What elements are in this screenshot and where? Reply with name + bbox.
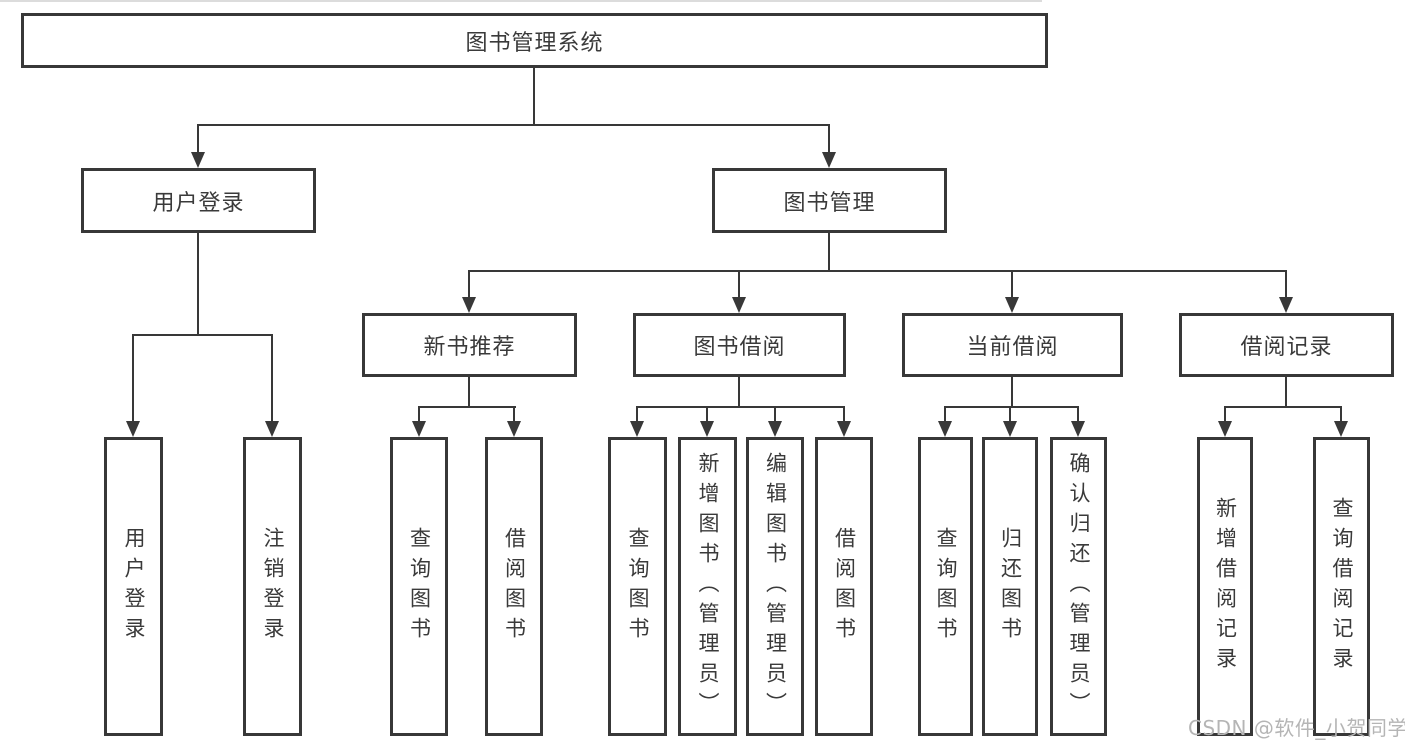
arrowhead-query-books-3 xyxy=(938,421,952,437)
leaf-logout: 注销登录 xyxy=(243,437,302,736)
connector-drop-book-borrowing xyxy=(738,270,740,298)
arrowhead-current-borrowing xyxy=(1005,297,1019,313)
connector-drop-add-book xyxy=(706,406,708,422)
arrowhead-leaf-user-login xyxy=(126,421,140,437)
connector-borrowing-records-stem xyxy=(1285,377,1287,408)
leaf-add-borrow-record: 新增借阅记录 xyxy=(1197,437,1253,736)
connector-drop-edit-book xyxy=(774,406,776,422)
leaf-edit-book-admin: 编辑图书（管理员） xyxy=(746,437,804,736)
arrowhead-borrow-books-1 xyxy=(507,421,521,437)
connector-borrowing-records-branch xyxy=(1224,406,1342,408)
connector-book-borrowing-branch xyxy=(636,406,845,408)
arrowhead-user-login xyxy=(191,152,205,168)
arrowhead-query-borrow-record xyxy=(1334,421,1348,437)
leaf-borrow-books-recommend: 借阅图书 xyxy=(485,437,543,736)
node-book-borrowing: 图书借阅 xyxy=(633,313,846,377)
node-user-login: 用户登录 xyxy=(81,168,316,233)
page-top-rule xyxy=(0,0,1042,2)
connector-book-management-stem xyxy=(828,233,830,272)
leaf-confirm-return-admin: 确认归还（管理员） xyxy=(1050,437,1107,736)
arrowhead-borrow-books-2 xyxy=(837,421,851,437)
leaf-query-books-borrowing: 查询图书 xyxy=(608,437,667,736)
arrowhead-borrowing-records xyxy=(1279,297,1293,313)
arrowhead-book-management xyxy=(822,152,836,168)
connector-root-stem xyxy=(533,68,535,126)
node-borrowing-records: 借阅记录 xyxy=(1179,313,1394,377)
node-library-management-system: 图书管理系统 xyxy=(21,13,1048,68)
connector-drop-borrowing-records xyxy=(1285,270,1287,298)
connector-drop-new-book xyxy=(468,270,470,298)
connector-new-book-stem xyxy=(468,377,470,408)
arrowhead-book-borrowing xyxy=(732,297,746,313)
leaf-borrow-books-borrowing: 借阅图书 xyxy=(815,437,873,736)
connector-drop-leaf-logout xyxy=(271,334,273,422)
connector-user-login-branch xyxy=(132,334,273,336)
arrowhead-leaf-logout xyxy=(265,421,279,437)
node-current-borrowing: 当前借阅 xyxy=(902,313,1123,377)
leaf-user-login: 用户登录 xyxy=(104,437,163,736)
connector-drop-leaf-user-login xyxy=(132,334,134,422)
connector-book-management-branch xyxy=(468,270,1287,272)
connector-drop-query-borrow-record xyxy=(1340,406,1342,422)
arrowhead-add-borrow-record xyxy=(1218,421,1232,437)
connector-current-borrowing-stem xyxy=(1011,377,1013,408)
leaf-query-borrow-record: 查询借阅记录 xyxy=(1313,437,1370,736)
arrowhead-confirm-return xyxy=(1071,421,1085,437)
connector-drop-query-books-3 xyxy=(944,406,946,422)
connector-user-login-stem xyxy=(197,233,199,336)
connector-drop-query-books-2 xyxy=(636,406,638,422)
connector-root-branch xyxy=(197,124,830,126)
node-book-management: 图书管理 xyxy=(712,168,947,233)
leaf-add-book-admin: 新增图书（管理员） xyxy=(678,437,737,736)
node-new-book-recommendation: 新书推荐 xyxy=(362,313,577,377)
connector-current-borrowing-branch xyxy=(944,406,1079,408)
connector-drop-query-books-1 xyxy=(418,406,420,422)
connector-drop-borrow-books-2 xyxy=(843,406,845,422)
leaf-query-books-current: 查询图书 xyxy=(918,437,973,736)
connector-new-book-branch xyxy=(418,406,516,408)
connector-drop-confirm-return xyxy=(1077,406,1079,422)
arrowhead-new-book xyxy=(462,297,476,313)
arrowhead-add-book xyxy=(700,421,714,437)
connector-drop-return-books xyxy=(1009,406,1011,422)
arrowhead-query-books-1 xyxy=(412,421,426,437)
arrowhead-edit-book xyxy=(768,421,782,437)
connector-drop-add-borrow-record xyxy=(1224,406,1226,422)
connector-drop-borrow-books-1 xyxy=(513,406,515,422)
connector-book-borrowing-stem xyxy=(738,377,740,408)
connector-drop-current-borrowing xyxy=(1011,270,1013,298)
arrowhead-query-books-2 xyxy=(630,421,644,437)
connector-drop-user-login xyxy=(197,124,199,153)
leaf-return-books: 归还图书 xyxy=(982,437,1038,736)
arrowhead-return-books xyxy=(1003,421,1017,437)
leaf-query-books-recommend: 查询图书 xyxy=(390,437,448,736)
connector-drop-book-management xyxy=(828,124,830,153)
csdn-watermark: CSDN @软件_小贺同学 xyxy=(1188,716,1405,740)
